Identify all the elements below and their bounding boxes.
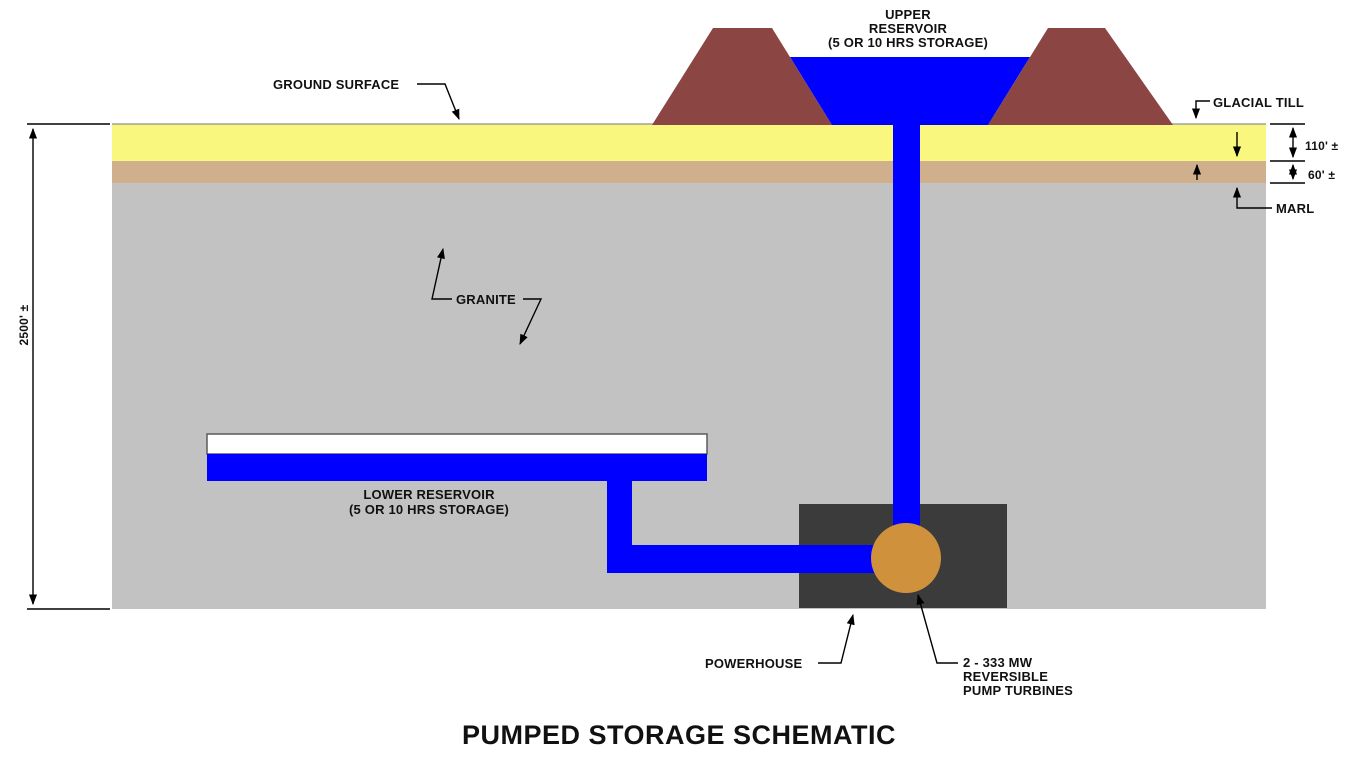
- ground-surface-leader: [417, 83, 460, 121]
- tailrace-horizontal-pipe: [607, 545, 906, 573]
- powerhouse-leader: [818, 613, 855, 664]
- lower-reservoir-cavern: [206, 433, 708, 455]
- granite-label: GRANITE: [456, 292, 516, 307]
- lower-reservoir-label-line1: LOWER RESERVOIR: [363, 487, 495, 502]
- right-dam: [988, 28, 1173, 125]
- penstock-shaft: [893, 120, 920, 560]
- left-dam: [652, 28, 832, 125]
- turbine-leader: [916, 593, 958, 664]
- upper-reservoir-label-line1: UPPER: [885, 7, 931, 22]
- granite-leader-left: [431, 247, 452, 300]
- marl-leader: [1232, 186, 1272, 209]
- upper-reservoir-label-line3: (5 OR 10 HRS STORAGE): [828, 35, 988, 50]
- till-thickness-value: 110' ±: [1305, 139, 1339, 153]
- depth-dimension-value: 2500' ±: [17, 304, 31, 345]
- pump-turbine-circle: [871, 523, 941, 593]
- main-title: PUMPED STORAGE SCHEMATIC: [462, 720, 896, 750]
- powerhouse-label: POWERHOUSE: [705, 656, 802, 671]
- glacial-till-label: GLACIAL TILL: [1213, 95, 1304, 110]
- pump-turbines-label-line3: PUMP TURBINES: [963, 683, 1073, 698]
- glacial-till-layer: [112, 124, 1266, 161]
- pump-turbines-label-line2: REVERSIBLE: [963, 669, 1048, 684]
- lower-reservoir-label-line2: (5 OR 10 HRS STORAGE): [349, 502, 509, 517]
- marl-thickness-value: 60' ±: [1308, 168, 1335, 182]
- ground-surface-label: GROUND SURFACE: [273, 77, 399, 92]
- marl-label: MARL: [1276, 201, 1314, 216]
- pump-turbines-label-line1: 2 - 333 MW: [963, 655, 1033, 670]
- lower-reservoir-water: [207, 454, 707, 481]
- upper-reservoir-label-line2: RESERVOIR: [869, 21, 948, 36]
- marl-layer: [112, 161, 1266, 183]
- granite-leader-right: [519, 298, 543, 346]
- granite-layer: [112, 183, 1266, 609]
- upper-reservoir-water: [790, 57, 1030, 125]
- glacial-till-leader: [1191, 100, 1210, 120]
